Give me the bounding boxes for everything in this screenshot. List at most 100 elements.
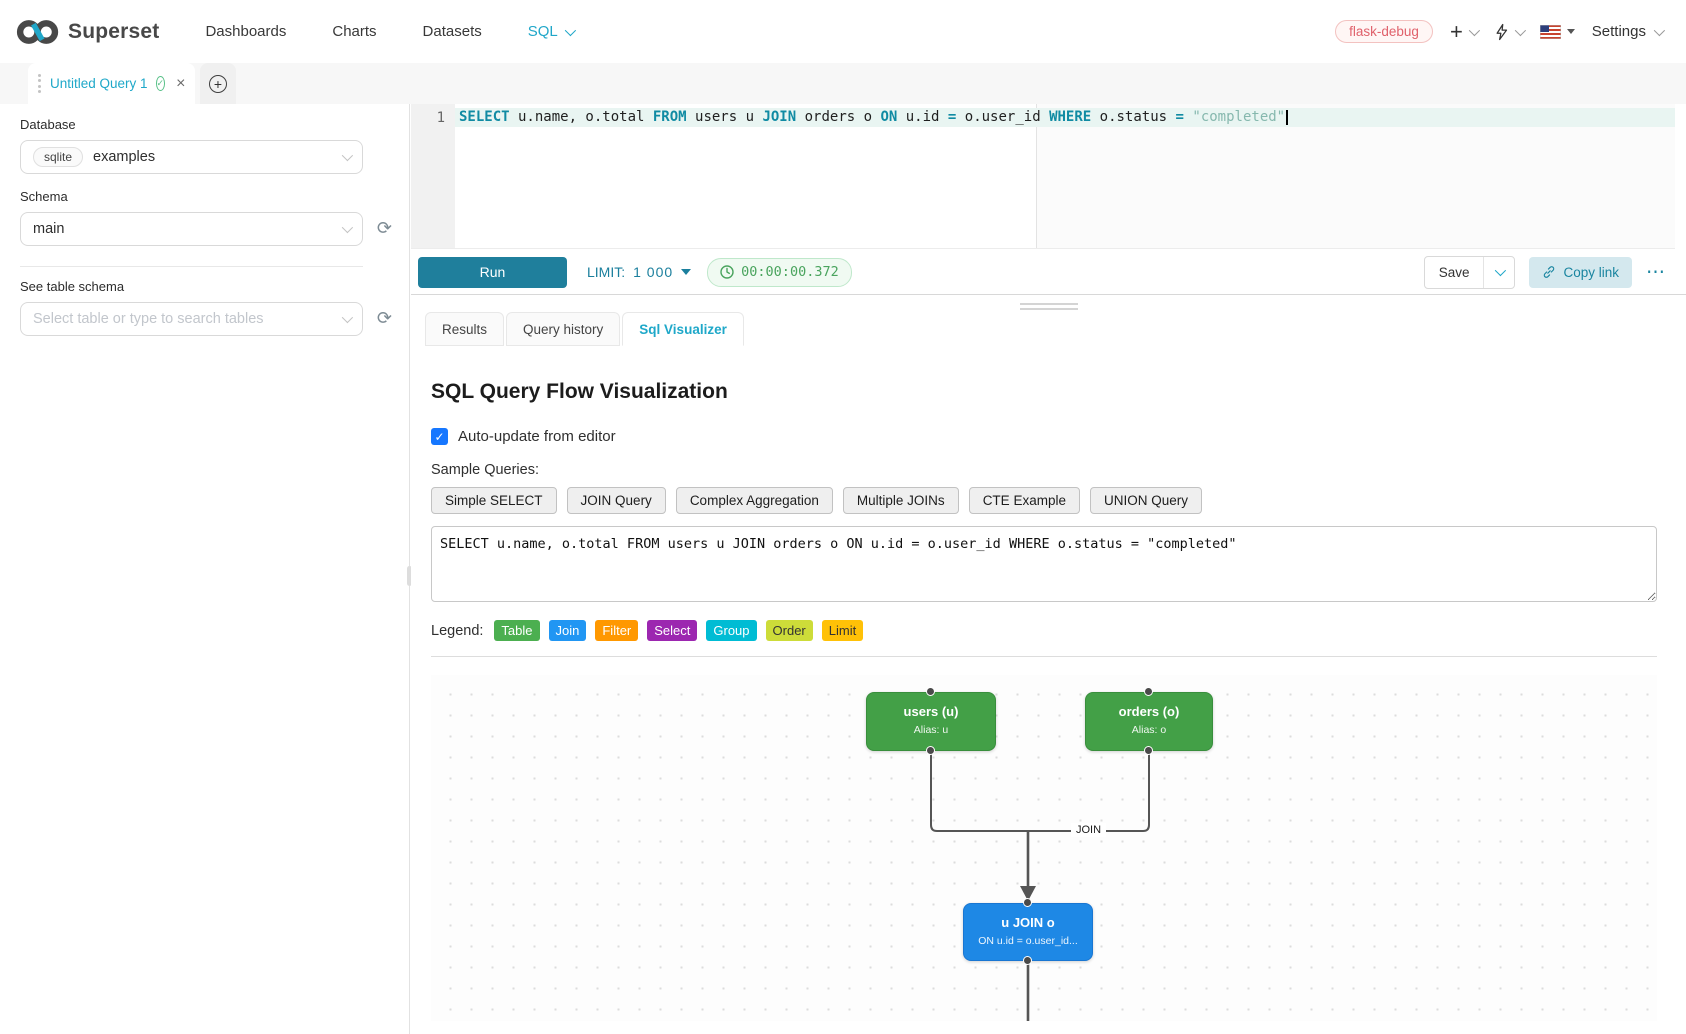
top-navbar: Superset Dashboards Charts Datasets SQL … [0,0,1686,69]
schema-label: Schema [20,189,68,204]
connection-handle[interactable] [926,746,935,755]
toolbar-right: Save Copy link ⋯ [1423,255,1686,289]
south-pane-divider [411,294,1686,295]
page-title: SQL Query Flow Visualization [431,380,728,403]
query-tab-strip: Untitled Query 1 ✓ × + [0,63,1686,104]
flag-icon [1539,24,1561,39]
main-nav: Dashboards Charts Datasets SQL [205,0,599,69]
settings-menu[interactable]: Settings [1592,23,1666,40]
flow-node-join[interactable]: u JOIN o ON u.id = o.user_id... [963,903,1093,961]
query-tab-title: Untitled Query 1 [50,76,148,91]
new-item-menu[interactable]: + [1449,18,1480,44]
sql-visualizer-panel: SQL Query Flow Visualization ✓ Auto-upda… [411,346,1686,1034]
flow-canvas[interactable]: users (u) Alias: u orders (o) Alias: o u… [431,675,1657,1021]
flow-node-users[interactable]: users (u) Alias: u [866,692,996,751]
flow-node-orders[interactable]: orders (o) Alias: o [1085,692,1213,751]
clock-icon [720,265,734,279]
sample-multiple-joins-button[interactable]: Multiple JOINs [842,487,959,514]
legend-label: Legend: [431,622,484,639]
sample-simple-select-button[interactable]: Simple SELECT [431,487,557,514]
print-margin-line [1036,104,1037,248]
nav-item-dashboards[interactable]: Dashboards [205,23,287,40]
editor-gutter: 1 [411,104,455,248]
refresh-schema-icon[interactable]: ⟳ [376,218,392,238]
legend-badge-select: Select [647,620,698,641]
sample-join-query-button[interactable]: JOIN Query [566,487,666,514]
connection-handle[interactable] [1144,746,1153,755]
superset-logo-icon [16,19,59,44]
chevron-down-icon [1468,24,1480,36]
limit-dropdown[interactable]: LIMIT:1 000 [587,264,692,280]
editor-active-line: SELECT u.name, o.total FROM users u JOIN… [455,108,1675,127]
legend-badge-order: Order [765,620,813,641]
refresh-tables-icon[interactable]: ⟳ [376,308,392,328]
tab-sql-visualizer[interactable]: Sql Visualizer [622,312,744,346]
edge-label-join: JOIN [1071,823,1107,837]
connection-handle[interactable] [1023,956,1032,965]
copy-link-button[interactable]: Copy link [1529,256,1632,288]
database-type-pill: sqlite [33,147,84,167]
language-picker[interactable] [1539,24,1575,39]
plus-icon: + [1449,18,1463,44]
sql-text-input[interactable]: SELECT u.name, o.total FROM users u JOIN… [431,526,1657,602]
connection-handle[interactable] [1144,687,1153,696]
environment-tag: flask-debug [1335,20,1433,43]
sample-union-query-button[interactable]: UNION Query [1089,487,1202,514]
tab-query-history[interactable]: Query history [506,312,621,346]
caret-down-icon [681,269,692,275]
save-menu-button[interactable] [1483,256,1514,288]
legend-badge-join: Join [548,620,587,641]
nav-item-datasets[interactable]: Datasets [422,23,482,40]
query-search-menu[interactable] [1494,23,1526,41]
database-name: examples [93,149,156,165]
editor-code-area[interactable]: SELECT u.name, o.total FROM users u JOIN… [455,104,1675,248]
nav-item-charts[interactable]: Charts [332,23,377,40]
auto-update-checkbox[interactable]: ✓ [431,428,448,445]
table-select[interactable]: Select table or type to search tables [20,302,363,336]
more-actions-button[interactable]: ⋯ [1646,261,1666,283]
legend-badge-group: Group [706,620,757,641]
check-circle-icon: ✓ [155,76,166,91]
sample-query-buttons: Simple SELECT JOIN Query Complex Aggrega… [431,487,1657,514]
sidebar-divider [20,266,363,267]
chevron-down-icon [1653,24,1666,36]
chevron-down-icon [1514,24,1526,36]
brand-name: Superset [68,19,160,43]
arrowhead-icon [1020,886,1036,901]
schema-value: main [33,221,65,237]
database-select[interactable]: sqlite examples [20,140,363,174]
lightning-icon [1496,23,1507,40]
chevron-down-icon [341,311,354,324]
navbar-right: flask-debug + [1335,20,1686,43]
sql-editor[interactable]: 1 SELECT u.name, o.total FROM users u JO… [411,104,1675,249]
table-select-placeholder: Select table or type to search tables [33,311,264,327]
legend-badge-limit: Limit [821,620,864,641]
text-cursor [1286,109,1288,125]
sample-queries-label: Sample Queries: [431,462,539,478]
tab-results[interactable]: Results [425,312,505,346]
sidebar-resize-handle[interactable] [407,566,412,586]
connection-handle[interactable] [926,687,935,696]
run-button[interactable]: Run [418,256,567,288]
sql-lab-sidebar: Database sqlite examples Schema main ⟳ S… [0,104,412,1034]
new-query-tab-button[interactable]: + [200,63,236,104]
query-timer: 00:00:00.372 [707,257,852,287]
query-tab[interactable]: Untitled Query 1 ✓ × [28,63,195,104]
chevron-down-icon [341,221,354,234]
nav-item-sql[interactable]: SQL [513,23,599,69]
sample-cte-example-button[interactable]: CTE Example [968,487,1080,514]
schema-select[interactable]: main [20,212,363,246]
section-divider [431,656,1657,657]
sql-lab-main: 1 SELECT u.name, o.total FROM users u JO… [411,104,1686,1034]
superset-brand[interactable]: Superset [0,18,179,46]
connection-handle[interactable] [1023,898,1032,907]
sample-complex-aggregation-button[interactable]: Complex Aggregation [675,487,833,514]
pane-drag-handle-icon[interactable] [1019,300,1078,313]
auto-update-label[interactable]: Auto-update from editor [458,428,616,445]
close-icon[interactable]: × [176,74,186,92]
table-schema-label: See table schema [20,279,125,294]
save-button[interactable]: Save [1438,264,1470,280]
drag-handle-icon[interactable] [38,73,41,94]
legend-badge-filter: Filter [595,620,639,641]
